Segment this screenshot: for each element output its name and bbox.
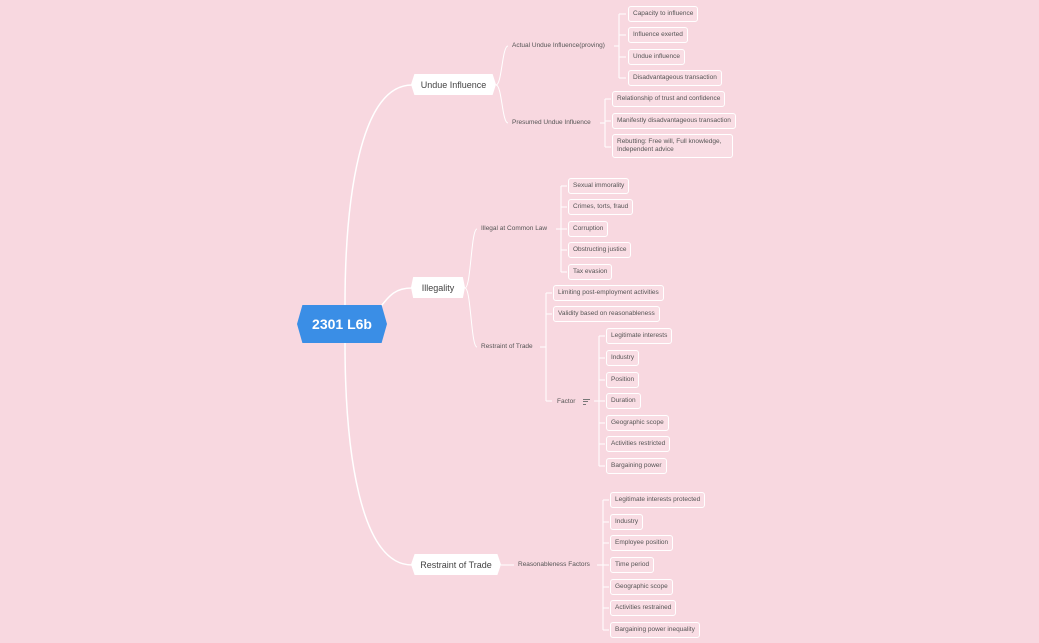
leaf-industry-2[interactable]: Industry — [610, 514, 644, 530]
leaf-position[interactable]: Position — [606, 372, 640, 388]
leaf-relationship-of-trust[interactable]: Relationship of trust and confidence — [612, 91, 726, 107]
leaf-manifestly-disadvantageous[interactable]: Manifestly disadvantageous transaction — [612, 113, 736, 129]
leaf-validity-reasonableness[interactable]: Validity based on reasonableness — [553, 306, 660, 322]
leaf-rebutting[interactable]: Rebutting: Free will, Full knowledge, In… — [612, 134, 733, 158]
leaf-corruption[interactable]: Corruption — [568, 221, 609, 237]
leaf-crimes-torts-fraud[interactable]: Crimes, torts, fraud — [568, 199, 634, 215]
subtopic-factor[interactable]: Factor — [553, 394, 594, 409]
leaf-bargaining-power[interactable]: Bargaining power — [606, 458, 667, 474]
leaf-time-period[interactable]: Time period — [610, 557, 655, 573]
factor-label: Factor — [557, 398, 576, 406]
topic-illegality[interactable]: Illegality — [411, 277, 465, 298]
leaf-obstructing-justice[interactable]: Obstructing justice — [568, 242, 632, 258]
leaf-geographic-scope-2[interactable]: Geographic scope — [610, 579, 673, 595]
leaf-employee-position[interactable]: Employee position — [610, 535, 674, 551]
leaf-bargaining-power-inequality[interactable]: Bargaining power inequality — [610, 622, 700, 638]
topic-undue-influence[interactable]: Undue Influence — [411, 74, 496, 95]
leaf-disadvantageous-transaction[interactable]: Disadvantageous transaction — [628, 70, 722, 86]
leaf-legitimate-interests[interactable]: Legitimate interests — [606, 328, 673, 344]
leaf-activities-restricted[interactable]: Activities restricted — [606, 436, 671, 452]
subtopic-illegal-at-common-law[interactable]: Illegal at Common Law — [481, 225, 548, 232]
leaf-limiting-post-employment[interactable]: Limiting post-employment activities — [553, 285, 664, 301]
subtopic-presumed-undue-influence[interactable]: Presumed Undue Influence — [512, 119, 591, 126]
root-topic[interactable]: 2301 L6b — [297, 305, 387, 343]
leaf-legitimate-interests-protected[interactable]: Legitimate interests protected — [610, 492, 706, 508]
subtopic-reasonableness-factors[interactable]: Reasonableness Factors — [518, 561, 590, 568]
leaf-geographic-scope[interactable]: Geographic scope — [606, 415, 669, 431]
leaf-capacity-to-influence[interactable]: Capacity to influence — [628, 6, 699, 22]
note-icon[interactable] — [583, 397, 591, 406]
subtopic-actual-undue-influence[interactable]: Actual Undue Influence(proving) — [512, 42, 605, 49]
leaf-industry[interactable]: Industry — [606, 350, 640, 366]
subtopic-restraint-of-trade[interactable]: Restraint of Trade — [481, 343, 533, 350]
leaf-influence-exerted[interactable]: Influence exerted — [628, 27, 688, 43]
leaf-tax-evasion[interactable]: Tax evasion — [568, 264, 613, 280]
leaf-sexual-immorality[interactable]: Sexual immorality — [568, 178, 630, 194]
leaf-activities-restrained[interactable]: Activities restrained — [610, 600, 677, 616]
leaf-undue-influence[interactable]: Undue influence — [628, 49, 685, 65]
leaf-duration[interactable]: Duration — [606, 393, 641, 409]
topic-restraint-of-trade[interactable]: Restraint of Trade — [411, 554, 501, 575]
